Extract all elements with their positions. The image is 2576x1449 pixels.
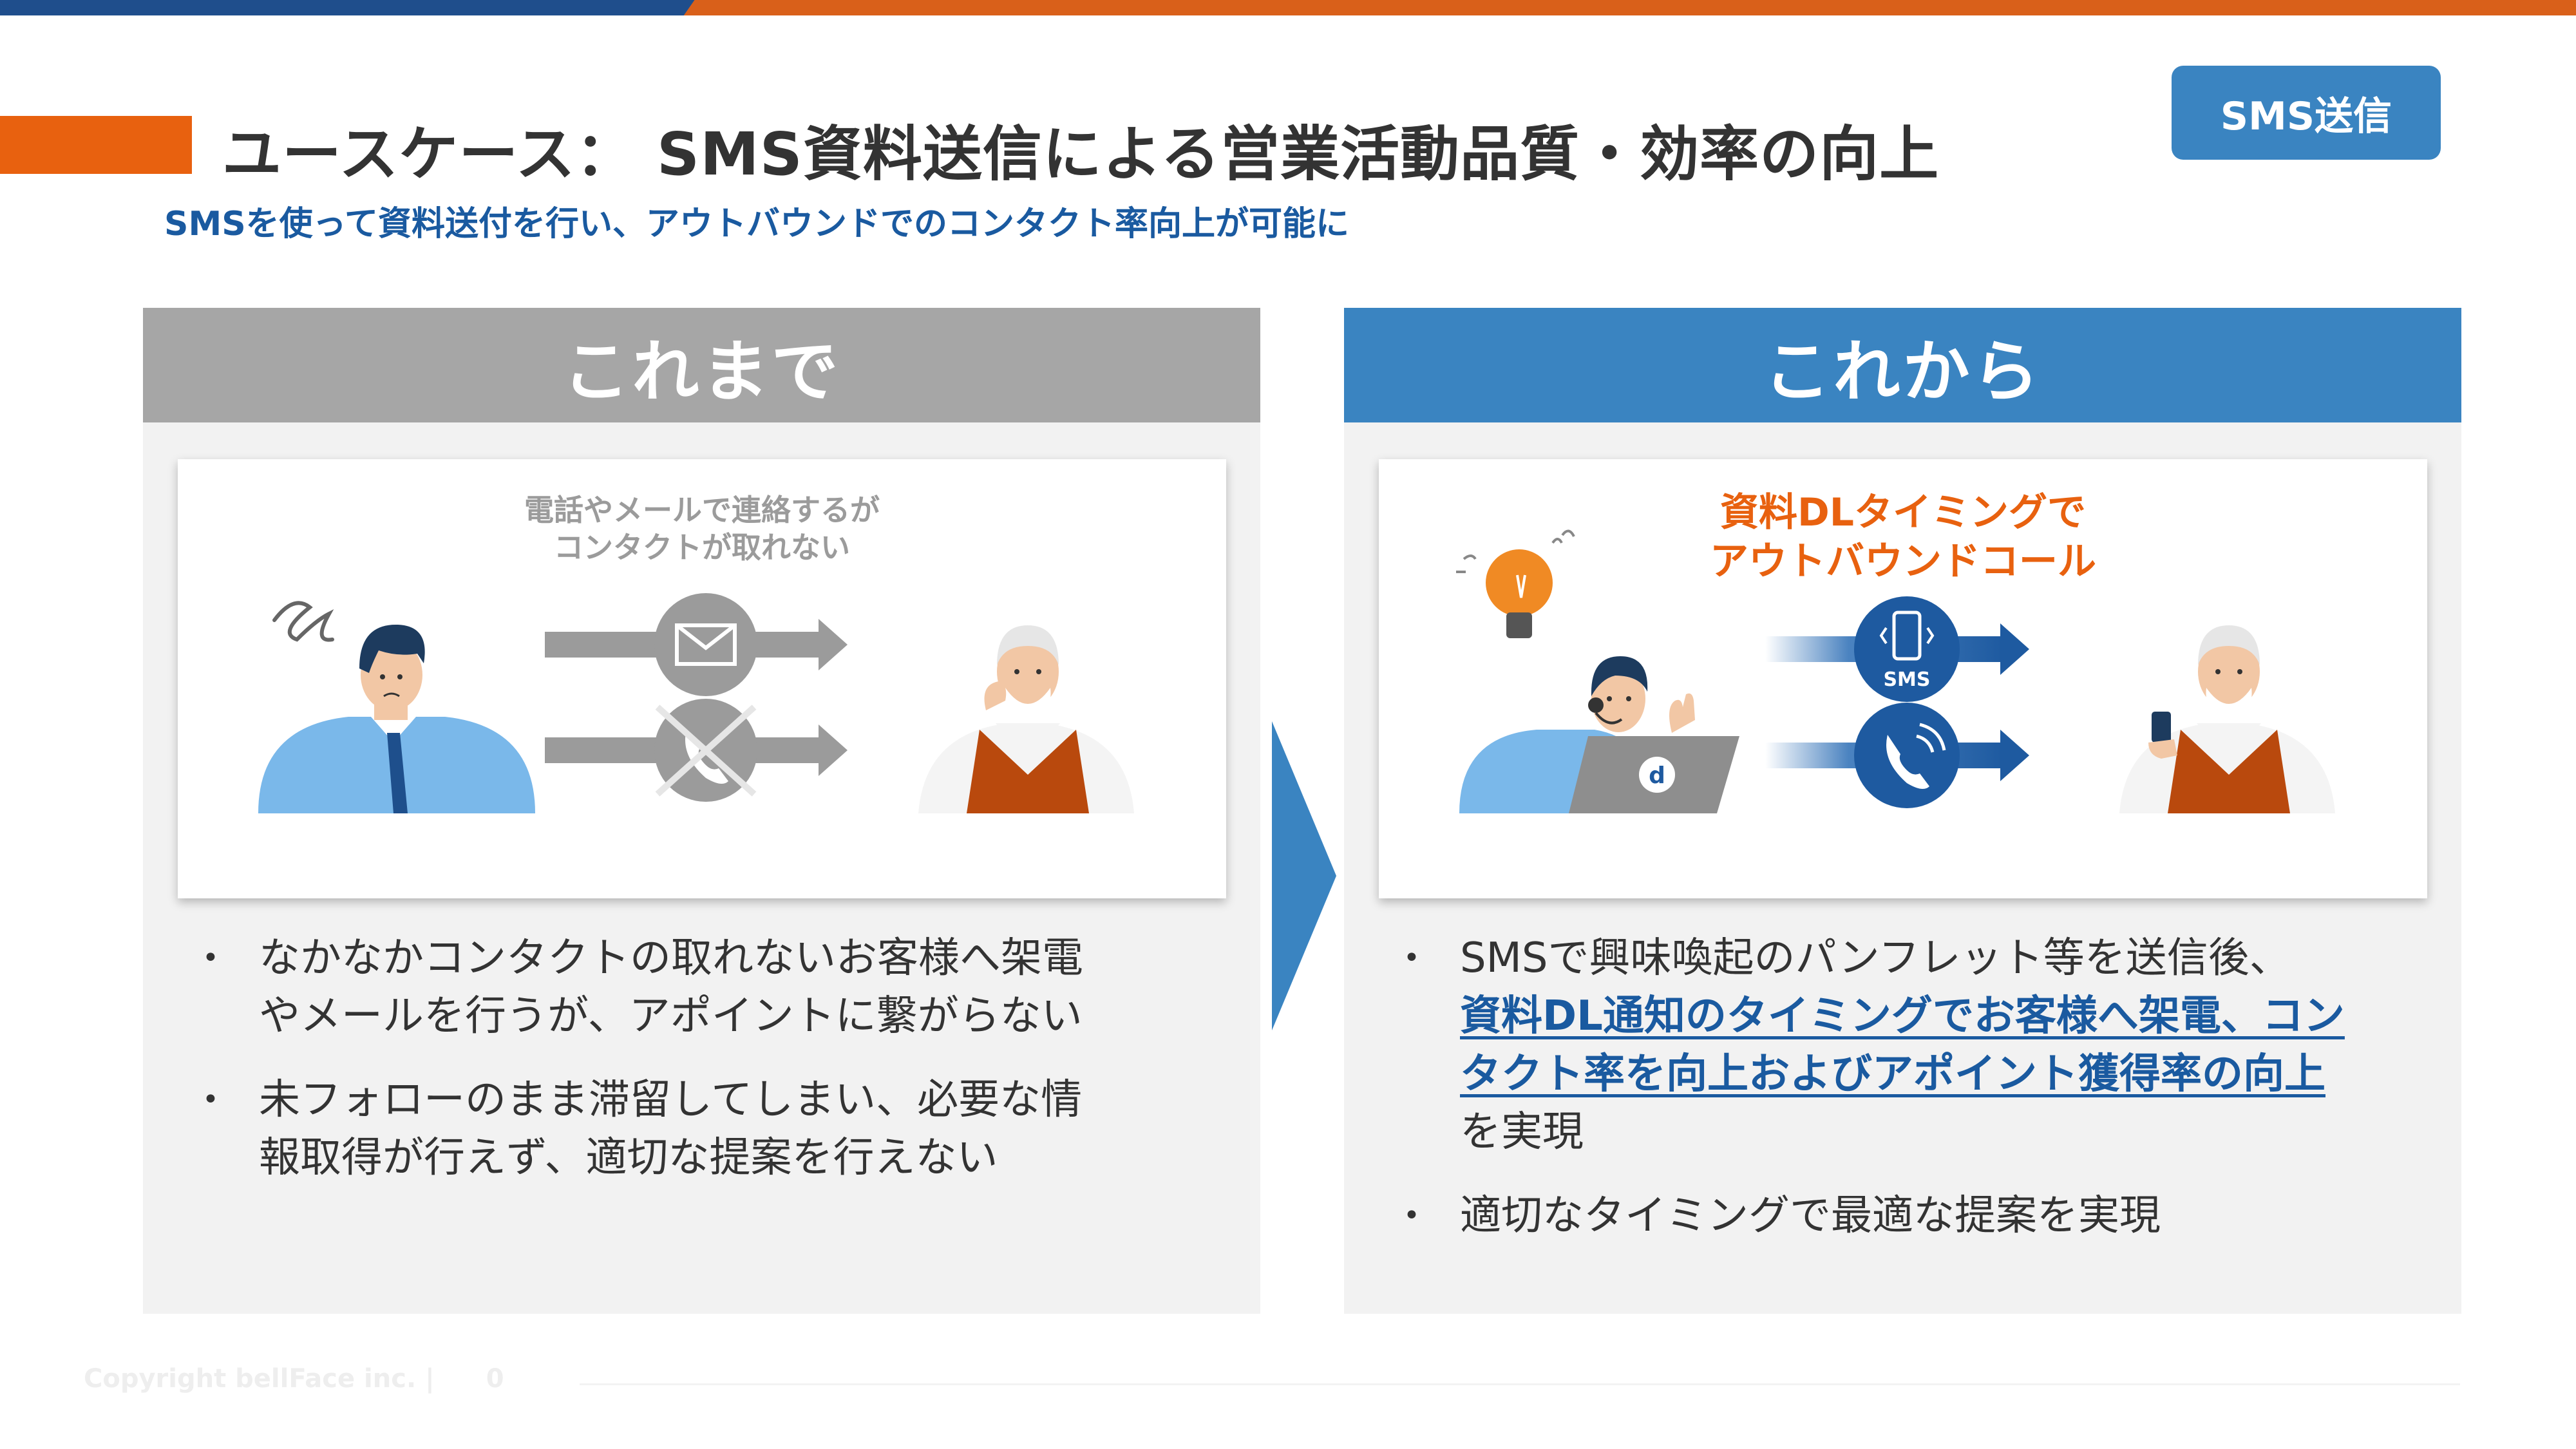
highlight-text-1: 資料DL通知のタイミングでお客様へ架電、コン: [1460, 992, 2345, 1040]
smartphone-icon: SMS: [1854, 596, 1960, 702]
lightbulb-icon: [1456, 529, 1575, 638]
before-caption: 電話やメールで連絡するが コンタクトが取れない: [524, 493, 880, 565]
envelope-icon: [654, 593, 757, 696]
scribble-icon: [272, 601, 334, 642]
phone-icon: [654, 699, 757, 802]
elderly-customer-with-phone: [2119, 625, 2335, 813]
phone-call-icon: [1854, 703, 1960, 808]
elderly-customer: [918, 625, 1134, 813]
page-subtitle: SMSを使って資料送付を行い、アウトバウンドでのコンタクト率向上が可能に: [164, 205, 1350, 243]
after-panel: これから 資料DLタイミングで アウトバウンドコール: [1344, 308, 2461, 1314]
before-illustration-card: 電話やメールで連絡するが コンタクトが取れない: [178, 459, 1226, 898]
sms-send-tag: SMS送信: [2172, 66, 2441, 160]
laptop: d: [1569, 736, 1739, 813]
page-title: ユースケース： SMS資料送信による営業活動品質・効率の向上: [222, 120, 1940, 189]
footer-divider: [580, 1383, 2460, 1385]
page-number: 0: [486, 1364, 504, 1394]
after-bullet-list: SMSで興味喚起のパンフレット等を送信後、 資料DL通知のタイミングでお客様へ架…: [1396, 929, 2420, 1271]
laptop-logo: d: [1649, 762, 1665, 789]
after-illustration: d SMS: [1456, 529, 2335, 813]
before-illustration: [258, 593, 1134, 813]
after-illustration-card: 資料DLタイミングで アウトバウンドコール: [1379, 459, 2427, 898]
title-accent-block: [0, 116, 192, 174]
worried-businessman: [258, 624, 535, 813]
after-caption: 資料DLタイミングで アウトバウンドコール: [1710, 490, 2096, 584]
chevron-right-icon: [1272, 721, 1336, 1030]
before-panel: これまで 電話やメールで連絡するが コンタクトが取れない: [143, 308, 1260, 1314]
after-bullet-1: SMSで興味喚起のパンフレット等を送信後、 資料DL通知のタイミングでお客様へ架…: [1396, 929, 2420, 1161]
after-heading: これから: [1344, 308, 2461, 422]
after-bullet-2: 適切なタイミングで最適な提案を実現: [1396, 1187, 2420, 1245]
sms-badge: SMS: [1883, 668, 1930, 691]
before-heading: これまで: [143, 308, 1260, 422]
highlight-text-2: タクト率を向上およびアポイント獲得率の向上: [1460, 1050, 2325, 1098]
footer-copyright: Copyright bellFace inc. |0: [84, 1364, 504, 1394]
before-bullet-list: なかなかコンタクトの取れないお客様へ架電やメールを行うが、アポイントに繋がらない…: [194, 929, 1218, 1213]
top-accent-bar: [0, 0, 2576, 15]
